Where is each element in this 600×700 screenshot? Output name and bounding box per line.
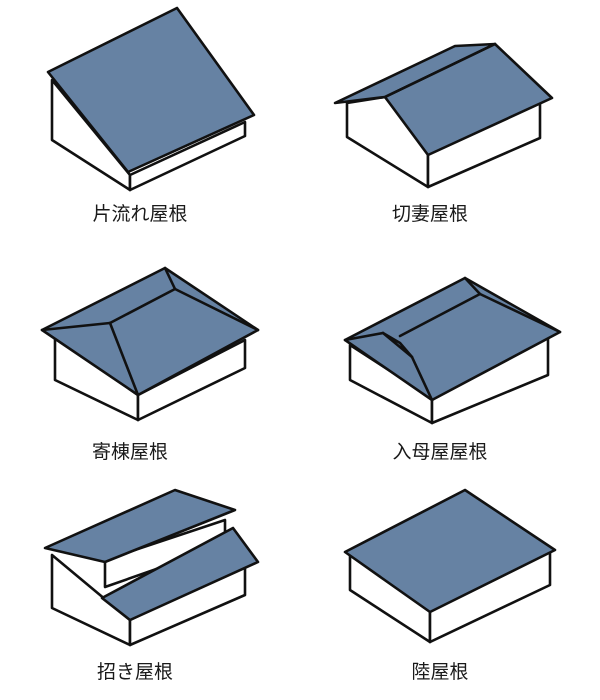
hip-and-gable-roof-house (343, 276, 562, 425)
hip-and-gable-roof-label: 入母屋屋根 (392, 441, 487, 463)
hip-and-gable-roof-house-hip-left (343, 331, 385, 342)
hip-roof-house (40, 266, 260, 422)
offset-roof-label: 招き屋根 (97, 661, 173, 683)
shed-roof-label: 片流れ屋根 (92, 203, 187, 225)
hip-roof-house-hip-back (163, 266, 177, 291)
flat-roof-house (343, 488, 557, 644)
flat-roof-house-roof (343, 488, 557, 614)
gable-roof-house-ridge (383, 42, 497, 99)
hip-and-gable-roof-house-hip-front (410, 355, 434, 402)
gable-roof-label: 切妻屋根 (392, 203, 468, 225)
shed-roof-house (46, 6, 256, 192)
hip-roof-label: 寄棟屋根 (92, 441, 168, 463)
hip-roof-house-hip-right (173, 287, 260, 332)
gable-roof-house (333, 42, 554, 189)
offset-roof-house (43, 488, 260, 647)
hip-roof-house-front-wall (136, 338, 247, 422)
hip-and-gable-roof-house-hip-back (463, 276, 482, 296)
offset-roof-house-lower-roof (100, 526, 260, 622)
flat-roof-label: 陸屋根 (411, 661, 468, 683)
offset-roof-house-upper-roof (43, 488, 237, 564)
hip-and-gable-roof-house-hip-right (478, 292, 562, 334)
hip-roof-house-hip-left (40, 321, 112, 332)
hip-and-gable-roof-house-ridge (398, 292, 482, 338)
hip-and-gable-roof-house-gable-triangle (381, 331, 414, 359)
hip-roof-house-ridge (108, 287, 177, 325)
hip-roof-house-hip-front (108, 321, 140, 397)
shed-roof-house-front-wall (128, 120, 247, 192)
shed-roof-house-roof (46, 6, 256, 174)
